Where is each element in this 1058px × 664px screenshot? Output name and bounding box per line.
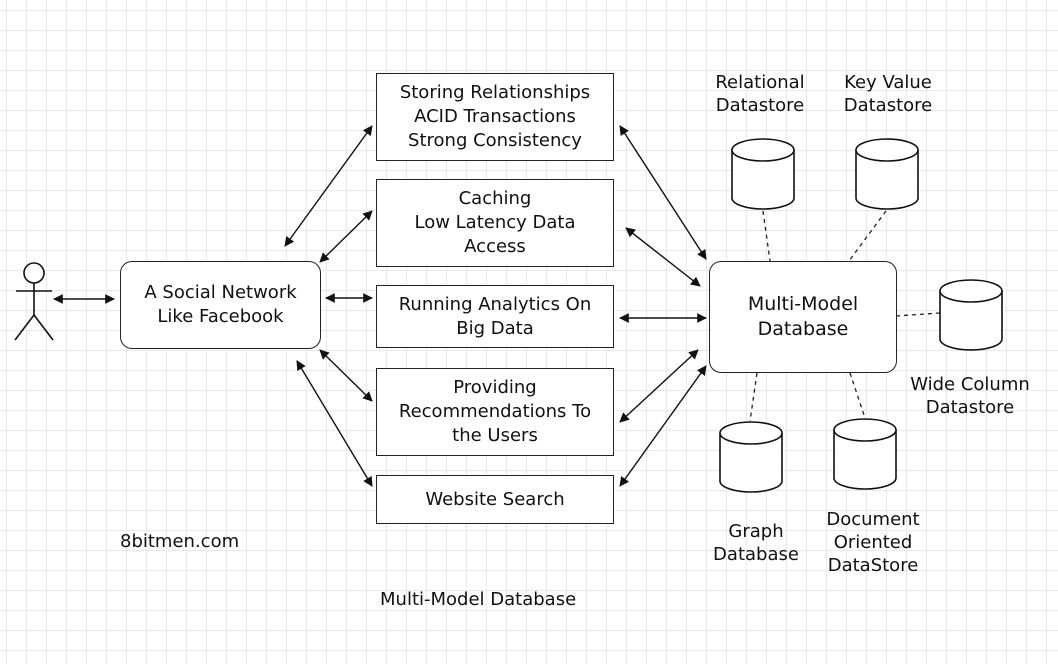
social-network-node: A Social Network Like Facebook [120, 261, 321, 349]
use-case-analytics: Running Analytics On Big Data [376, 285, 614, 348]
use-case-label: Website Search [425, 488, 565, 510]
link-widecolumn [895, 312, 941, 317]
use-case-caching: Caching Low Latency Data Access [376, 179, 614, 267]
arrow-search-db [619, 365, 707, 487]
diagram-caption: Multi-Model Database [380, 589, 577, 610]
stick-figure-user-icon [14, 262, 54, 341]
link-keyvalue [848, 210, 887, 262]
datastore-label-wide-column: Wide Column Datastore [910, 374, 1030, 418]
database-cylinder-icon [719, 421, 783, 493]
use-case-label: Providing Recommendations To the Users [398, 377, 592, 446]
use-case-recommendations: Providing Recommendations To the Users [376, 368, 614, 456]
multi-model-database-label: Multi-Model Database [747, 293, 859, 340]
arrow-social-recommend [319, 349, 373, 402]
use-case-label: Running Analytics On Big Data [398, 293, 592, 339]
datastore-label-key-value: Key Value Datastore [843, 72, 933, 116]
arrow-social-storing [284, 125, 373, 247]
use-case-label: Caching Low Latency Data Access [414, 188, 576, 257]
social-network-label: A Social Network Like Facebook [144, 282, 297, 327]
arrow-social-search [296, 360, 373, 487]
arrow-storing-db [619, 125, 707, 260]
datastore-label-document: Document Oriented DataStore [826, 509, 920, 576]
database-cylinder-icon [833, 418, 897, 490]
link-relational [762, 210, 771, 262]
use-case-label: Storing Relationships ACID Transactions … [399, 82, 591, 151]
database-cylinder-icon [939, 279, 1003, 351]
link-graph [749, 372, 758, 422]
multi-model-database-node: Multi-Model Database [709, 261, 897, 373]
datastore-label-relational: Relational Datastore [715, 72, 805, 116]
use-case-website-search: Website Search [376, 475, 614, 524]
use-case-storing-relationships: Storing Relationships ACID Transactions … [376, 73, 614, 161]
datastore-label-graph: Graph Database [713, 521, 799, 565]
watermark: 8bitmen.com [120, 531, 240, 552]
arrow-social-caching [319, 210, 373, 263]
link-document [849, 372, 867, 422]
arrow-caching-db [625, 227, 701, 287]
database-cylinder-icon [855, 138, 919, 210]
database-cylinder-icon [731, 138, 795, 210]
arrow-recommend-db [619, 349, 699, 423]
